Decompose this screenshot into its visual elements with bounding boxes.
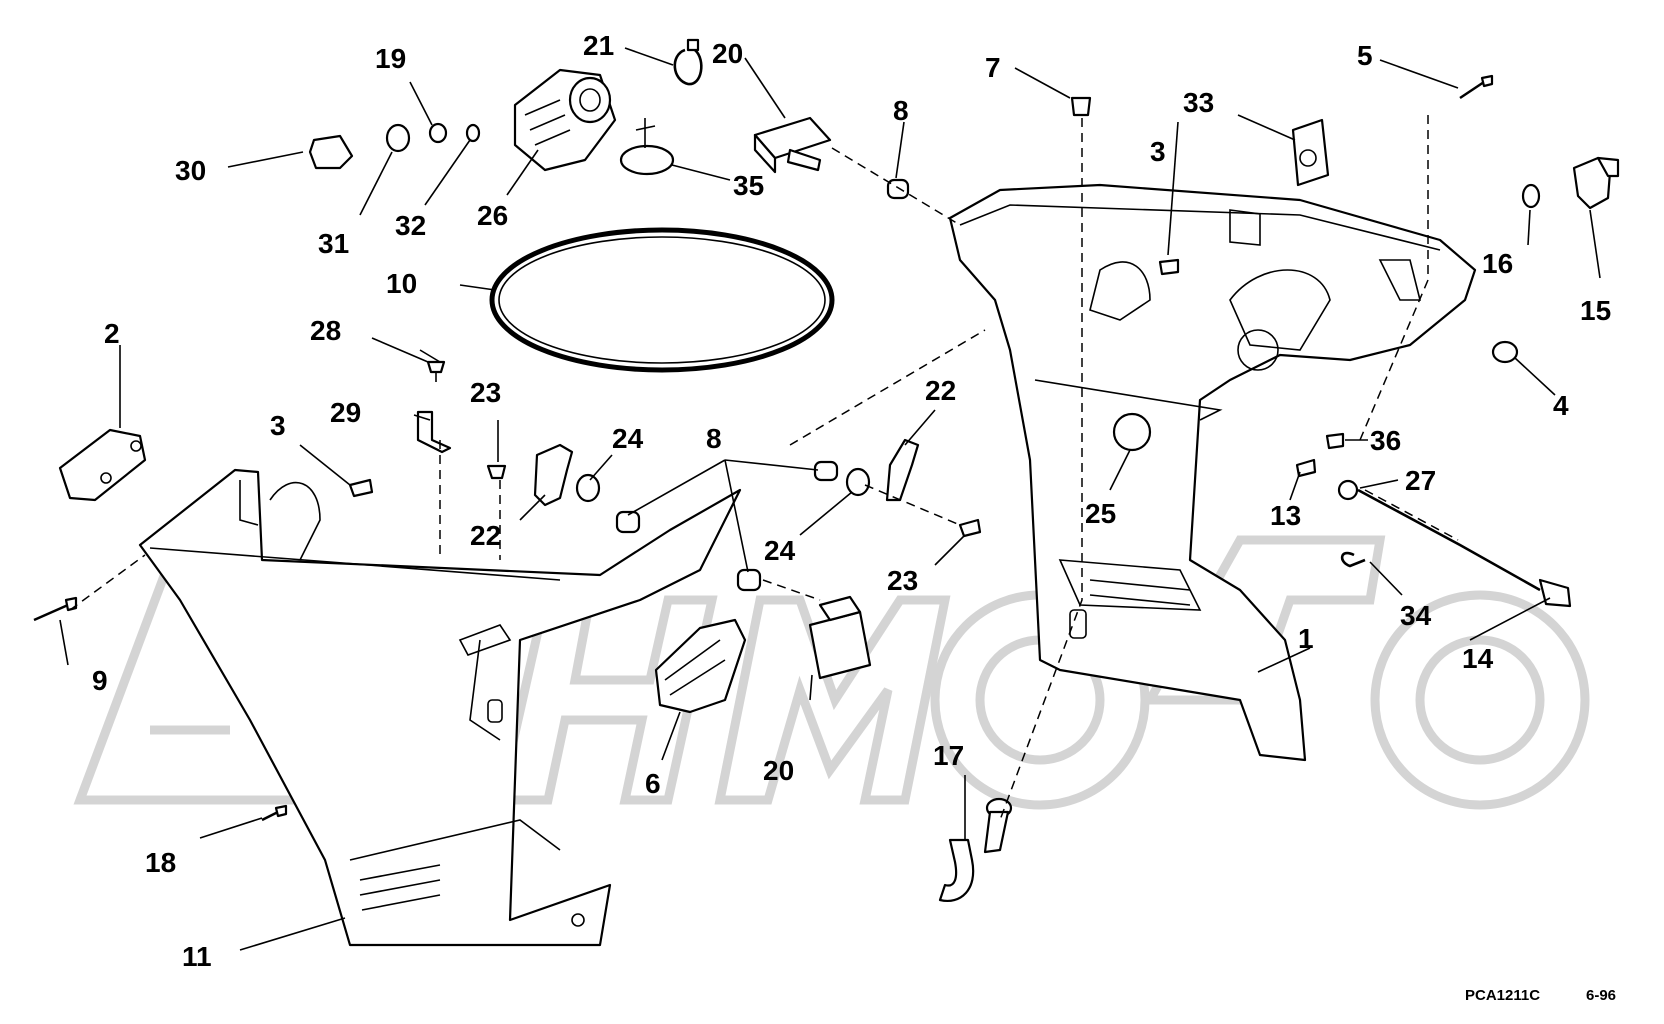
callout-34: 34 [1400, 600, 1432, 631]
callout-3-left: 3 [270, 410, 286, 441]
callout-15: 15 [1580, 295, 1611, 326]
clamp-part [619, 118, 675, 176]
drawing-date: 6-96 [1586, 987, 1616, 1004]
callout-31: 31 [318, 228, 349, 259]
callout-23-left: 23 [470, 377, 501, 408]
callout-18: 18 [145, 847, 176, 878]
callout-24-left: 24 [612, 423, 644, 454]
right-lower-cowl-part [948, 183, 1477, 762]
left-lower-cowl-part [138, 468, 742, 947]
callout-36: 36 [1370, 425, 1401, 456]
callout-17: 17 [933, 740, 964, 771]
callout-4: 4 [1553, 390, 1569, 421]
latch-block-upper-part [753, 116, 832, 174]
callout-13: 13 [1270, 500, 1301, 531]
callout-8-center: 8 [706, 423, 722, 454]
drawing-footer: PCA1211C 6-96 [1465, 987, 1616, 1004]
assembly-lines [69, 115, 1459, 821]
callout-7: 7 [985, 52, 1001, 83]
callout-19: 19 [375, 43, 406, 74]
callout-3-right: 3 [1150, 136, 1166, 167]
callout-23-right: 23 [887, 565, 918, 596]
seal-ring-part [489, 227, 835, 373]
boot-grommet-part [513, 68, 617, 172]
callout-20-top: 20 [712, 38, 743, 69]
callout-29: 29 [330, 397, 361, 428]
callout-28: 28 [310, 315, 341, 346]
callout-20-bottom: 20 [763, 755, 794, 786]
callout-8-top: 8 [893, 95, 909, 126]
small-hardware [33, 74, 1620, 903]
callout-35: 35 [733, 170, 764, 201]
callout-26: 26 [477, 200, 508, 231]
callout-32: 32 [395, 210, 426, 241]
callout-22-left: 22 [470, 520, 501, 551]
callout-2: 2 [104, 318, 120, 349]
latch-cover-part [654, 618, 747, 714]
callout-1: 1 [1298, 623, 1314, 654]
leader-lines [59, 47, 1601, 951]
callout-16: 16 [1482, 248, 1513, 279]
callout-6: 6 [645, 768, 661, 799]
callout-30: 30 [175, 155, 206, 186]
callout-labels: 1 2 3 3 4 5 6 7 8 8 9 10 11 13 14 15 16 … [92, 30, 1611, 972]
callout-24-right: 24 [764, 535, 796, 566]
callout-14: 14 [1462, 643, 1494, 674]
callout-25: 25 [1085, 498, 1116, 529]
callout-22-right: 22 [925, 375, 956, 406]
callout-21: 21 [583, 30, 614, 61]
drawing-code: PCA1211C [1465, 987, 1540, 1004]
hose-clip-part [673, 38, 703, 86]
callout-33: 33 [1183, 87, 1214, 118]
callout-5: 5 [1357, 40, 1373, 71]
callout-9: 9 [92, 665, 108, 696]
callout-27: 27 [1405, 465, 1436, 496]
callout-10: 10 [386, 268, 417, 299]
callout-11: 11 [182, 941, 212, 972]
latch-block-lower-part [808, 595, 872, 680]
